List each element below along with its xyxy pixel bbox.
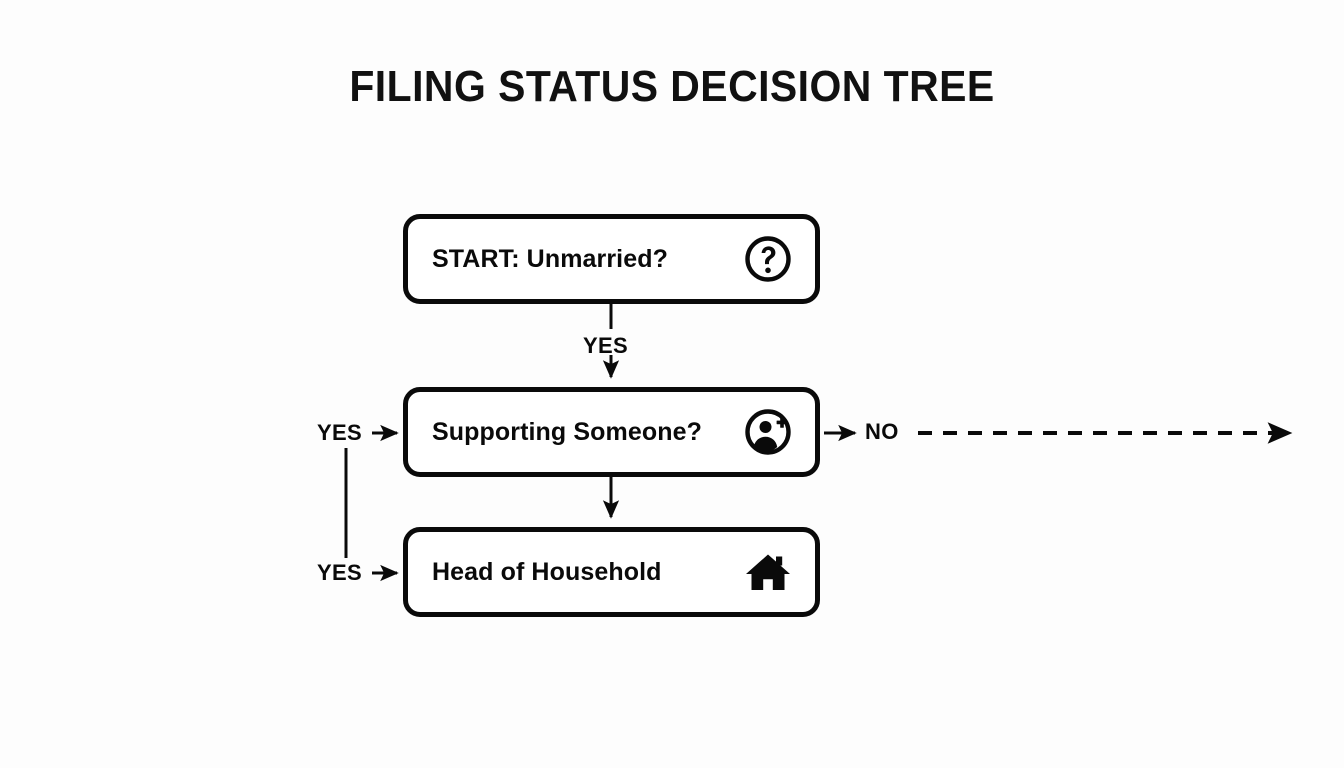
page-title: FILING STATUS DECISION TREE bbox=[349, 62, 995, 111]
node-head-of-household[interactable]: Head of Household bbox=[403, 527, 820, 617]
house-icon bbox=[743, 547, 793, 597]
person-add-icon bbox=[743, 407, 793, 457]
edge-label-yes-head-of-household: YES bbox=[317, 560, 362, 585]
node-supporting-label: Supporting Someone? bbox=[432, 417, 702, 446]
node-start[interactable]: START: Unmarried? bbox=[403, 214, 820, 304]
node-supporting-someone[interactable]: Supporting Someone? bbox=[403, 387, 820, 477]
edge-label-yes-start: YES bbox=[583, 333, 628, 358]
node-head-of-household-label: Head of Household bbox=[432, 557, 662, 586]
edge-label-no: NO bbox=[865, 419, 899, 444]
question-circle-icon bbox=[743, 234, 793, 284]
edge-label-yes-supporting: YES bbox=[317, 420, 362, 445]
node-start-label: START: Unmarried? bbox=[432, 244, 668, 273]
